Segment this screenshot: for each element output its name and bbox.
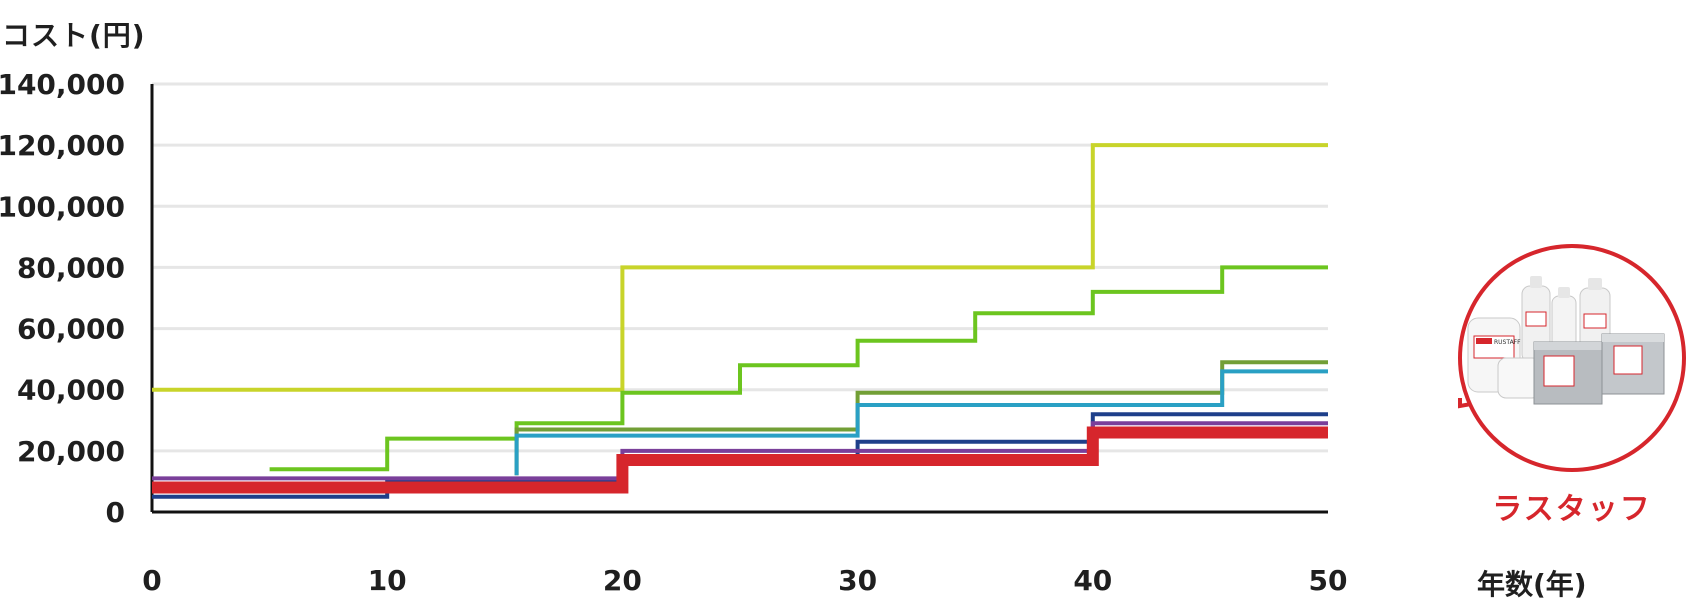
y-tick-label: 60,000 — [17, 313, 125, 346]
x-tick-label: 0 — [142, 564, 161, 597]
series-line-7 — [152, 426, 1328, 494]
product-badge: RUSTAFF ラスタッフ — [1452, 238, 1692, 538]
y-axis-title: コスト(円) — [2, 19, 146, 52]
y-tick-label: 0 — [106, 496, 125, 529]
series-line-3 — [514, 360, 1328, 476]
product-badge-graphic: RUSTAFF — [1458, 244, 1686, 472]
x-tick-label: 50 — [1309, 564, 1348, 597]
product-cans-icon — [1533, 333, 1665, 405]
x-tick-label: 20 — [603, 564, 642, 597]
y-tick-label: 80,000 — [17, 251, 125, 284]
badge-label: ラスタッフ — [1492, 492, 1652, 527]
y-tick-label: 140,000 — [0, 68, 125, 101]
jar-label: RUSTAFF — [1494, 339, 1521, 346]
y-tick-label: 20,000 — [17, 435, 125, 468]
x-axis-title: 年数(年) — [1477, 568, 1587, 601]
x-tick-label: 40 — [1073, 564, 1112, 597]
series-line-2 — [269, 265, 1328, 472]
x-tick-label: 10 — [368, 564, 407, 597]
y-tick-label: 40,000 — [17, 374, 125, 407]
y-tick-label: 120,000 — [0, 129, 125, 162]
x-tick-label: 30 — [838, 564, 877, 597]
product-jar-icon: RUSTAFF — [1467, 317, 1541, 399]
series-line-6 — [152, 421, 1328, 481]
y-tick-label: 100,000 — [0, 190, 125, 223]
series-line-1 — [152, 143, 1328, 392]
series-line-4 — [514, 369, 1328, 476]
